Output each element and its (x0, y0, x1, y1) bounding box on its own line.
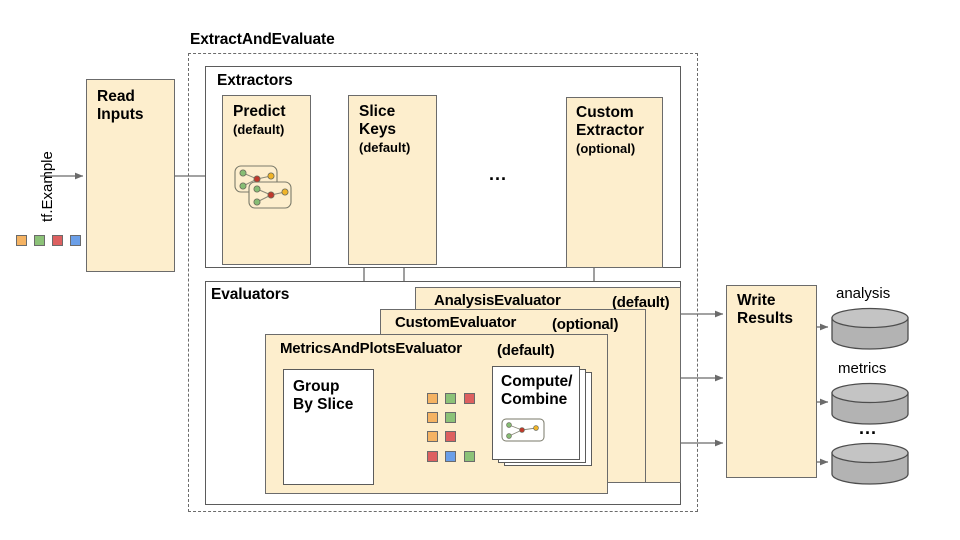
metrics-datastore-icon[interactable] (831, 382, 911, 425)
input-chip-red (52, 235, 63, 246)
slice-keys-line2: Keys (359, 121, 397, 138)
group-by-slice-node[interactable]: Group By Slice (283, 369, 374, 485)
analysis-evaluator-title: AnalysisEvaluator (434, 292, 561, 309)
custom-extractor-qualifier: (optional) (576, 141, 636, 156)
slice-chip (464, 393, 475, 404)
write-results-node[interactable]: Write Results (726, 285, 817, 478)
tf-example-label: tf.Example (39, 151, 56, 222)
analysis-evaluator-qualifier: (default) (612, 294, 670, 311)
group-by-slice-line2: By Slice (293, 396, 354, 413)
extract-and-evaluate-container (188, 53, 698, 512)
custom-evaluator-qualifier: (optional) (552, 316, 619, 333)
slice-chip (427, 451, 438, 462)
compute-combine-node[interactable]: Compute/ Combine (492, 366, 580, 460)
extractor-slice-keys[interactable]: Slice Keys (default) (348, 95, 437, 265)
input-chip-orange (16, 235, 27, 246)
compute-graph-icon (501, 418, 545, 442)
model-graph-icon (234, 165, 292, 209)
input-chip-blue (70, 235, 81, 246)
slice-chip (445, 393, 456, 404)
output-label-analysis: analysis (836, 285, 891, 302)
output-label-metrics: metrics (838, 360, 887, 377)
analysis-datastore-icon[interactable] (831, 307, 911, 350)
extractors-label: Extractors (217, 72, 293, 89)
more-datastore-icon[interactable] (831, 442, 911, 485)
slice-keys-qualifier: (default) (359, 140, 411, 155)
slice-chip (464, 451, 475, 462)
slice-chip (427, 412, 438, 423)
slice-chip (427, 431, 438, 442)
custom-extractor-line2: Extractor (576, 122, 645, 139)
metrics-evaluator-qualifier: (default) (497, 342, 555, 359)
predict-qualifier: (default) (233, 122, 285, 137)
slice-chip (427, 393, 438, 404)
custom-evaluator-title: CustomEvaluator (395, 314, 517, 331)
read-inputs-line1: Read (97, 88, 135, 105)
slice-chip (445, 412, 456, 423)
group-by-slice-line1: Group (293, 378, 340, 395)
compute-combine-line2: Combine (501, 391, 568, 408)
metrics-evaluator-title: MetricsAndPlotsEvaluator (280, 340, 462, 357)
slice-keys-line1: Slice (359, 103, 396, 120)
write-results-line2: Results (737, 310, 793, 327)
write-results-line1: Write (737, 292, 776, 309)
extract-and-evaluate-label: ExtractAndEvaluate (190, 31, 335, 48)
output-label-more: ... (859, 418, 878, 438)
compute-combine-line1: Compute/ (501, 373, 573, 390)
extractors-ellipsis: ... (489, 164, 508, 184)
evaluators-label: Evaluators (211, 286, 290, 303)
slice-chip (445, 431, 456, 442)
predict-title: Predict (233, 103, 286, 120)
input-chip-green (34, 235, 45, 246)
read-inputs-line2: Inputs (97, 106, 144, 123)
slice-chip (445, 451, 456, 462)
extractor-predict[interactable]: Predict (default) (222, 95, 311, 265)
extractor-custom[interactable]: Custom Extractor (optional) (566, 97, 663, 268)
custom-extractor-line1: Custom (576, 104, 634, 121)
read-inputs-node[interactable]: Read Inputs (86, 79, 175, 272)
